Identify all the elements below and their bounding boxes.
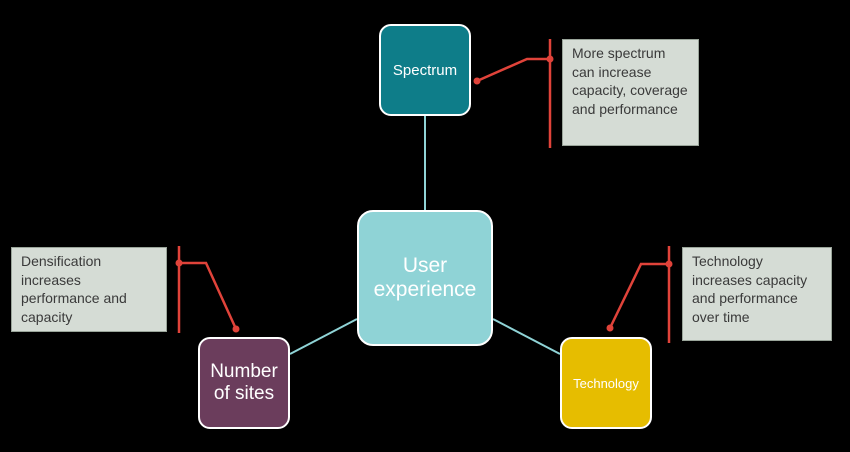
callout-tech [606,246,673,343]
node-spectrum-label: Spectrum [392,61,458,79]
connector-tech [492,318,561,355]
node-technology: Technology [560,337,652,429]
node-user-experience: User experience [357,210,493,346]
note-spectrum: More spectrum can increase capacity, cov… [562,39,699,146]
callout-spectrum [473,39,554,148]
node-number-of-sites: Number of sites [198,337,290,429]
connector-sites [289,318,358,355]
callout-sites [175,246,240,333]
node-technology-label: Technology [573,375,639,391]
node-number-of-sites-label: Number of sites [210,361,278,404]
node-user-experience-label: User experience [373,254,477,301]
note-technology: Technology increases capacity and perfor… [682,247,832,341]
note-sites: Densification increases performance and … [11,247,167,332]
node-spectrum: Spectrum [379,24,471,116]
